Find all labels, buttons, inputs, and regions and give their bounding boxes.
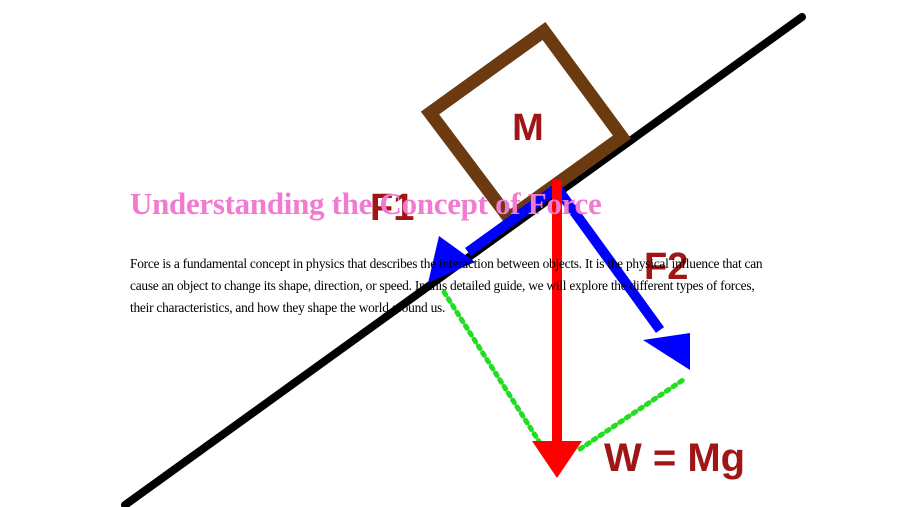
mass-block — [420, 21, 632, 227]
force2-arrow-shaft — [552, 185, 665, 333]
mass-label: M — [512, 107, 544, 149]
weight-arrow-head — [532, 441, 582, 478]
construction-line-right — [577, 375, 689, 452]
weight-label: W = Mg — [604, 436, 745, 480]
slide-body-text: Force is a fundamental concept in physic… — [130, 256, 763, 315]
force1-arrow-head — [428, 236, 475, 283]
force2-arrow-head — [643, 333, 690, 370]
force1-label: F1 — [370, 187, 414, 229]
force2-label: F2 — [644, 246, 688, 288]
construction-line-left — [441, 289, 543, 446]
force1-arrow-shaft — [465, 183, 560, 257]
slide-title: Understanding the Concept of Force — [130, 186, 602, 221]
